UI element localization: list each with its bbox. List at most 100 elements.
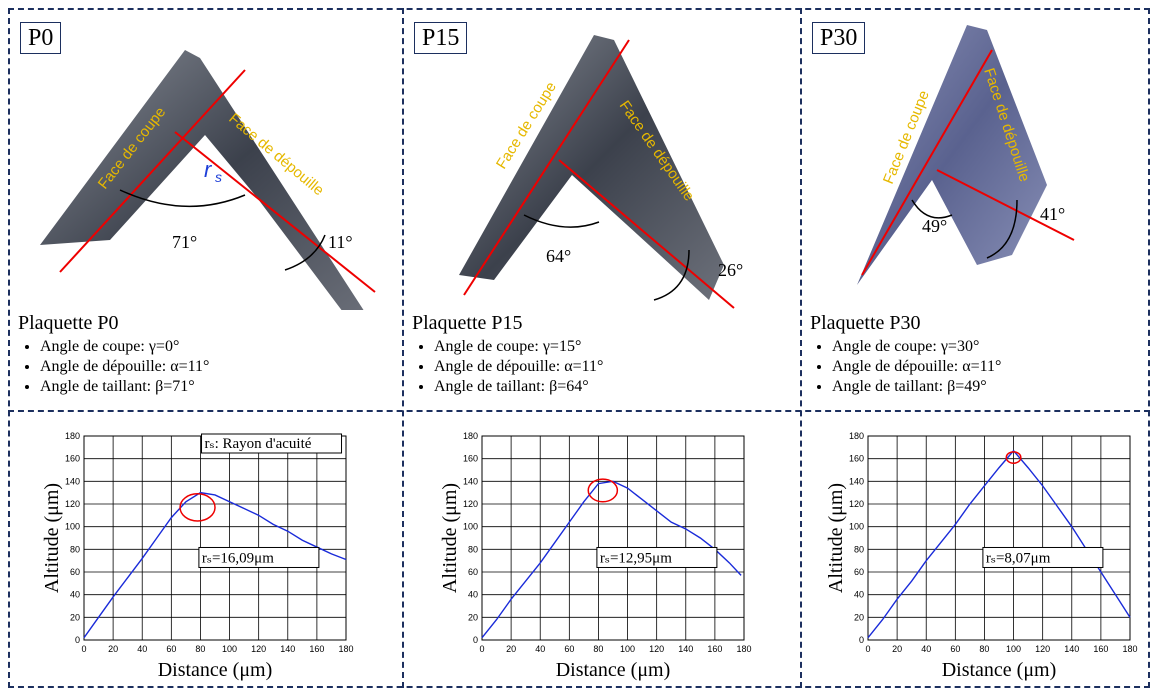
- angle-small-label: 26°: [718, 260, 743, 280]
- x-tick-label: 20: [892, 644, 902, 654]
- rs-note: rₛ: Rayon d'acuité: [205, 436, 312, 452]
- x-tick-label: 40: [535, 644, 545, 654]
- face-depouille-line: [174, 131, 376, 293]
- bullet-wedge: Angle de taillant: β=64°: [434, 377, 603, 397]
- x-tick-label: 100: [620, 644, 635, 654]
- y-tick-label: 0: [75, 635, 80, 645]
- profile-line: [481, 480, 742, 639]
- angle-small-label: 41°: [1040, 204, 1065, 224]
- angle-big-label: 64°: [546, 246, 571, 266]
- bullet-rake: Angle de coupe: γ=30°: [832, 337, 1001, 357]
- plot-frame: [83, 435, 347, 641]
- rs-note-box: [201, 433, 343, 454]
- y-tick-label: 160: [849, 454, 864, 464]
- x-tick-label: 20: [108, 644, 118, 654]
- rs-annotation: rₛ=16,09μm: [202, 550, 274, 566]
- x-tick-label: 60: [564, 644, 574, 654]
- face-depouille-line: [558, 159, 735, 309]
- bullet-clearance: Angle de dépouille: α=11°: [40, 357, 209, 377]
- y-tick-label: 140: [849, 476, 864, 486]
- y-tick-label: 100: [65, 522, 80, 532]
- x-tick-label: 40: [921, 644, 931, 654]
- angle-arc-big: [119, 189, 246, 208]
- x-tick-label: 80: [593, 644, 603, 654]
- y-tick-label: 80: [70, 544, 80, 554]
- insert-shape: [459, 35, 724, 300]
- bullet-clearance: Angle de dépouille: α=11°: [832, 357, 1001, 377]
- x-axis-label: Distance (μm): [158, 659, 273, 681]
- y-tick-label: 40: [70, 590, 80, 600]
- rs-annotation-box: [198, 546, 320, 568]
- y-tick-label: 60: [854, 567, 864, 577]
- angle-arc-small: [284, 234, 326, 271]
- insert-info: Plaquette P15 Angle de coupe: γ=15° Angl…: [412, 312, 603, 397]
- acuity-circle: [179, 493, 216, 522]
- bullet-rake: Angle de coupe: γ=0°: [40, 337, 209, 357]
- figure-frame: [8, 8, 1150, 688]
- y-tick-label: 180: [463, 431, 478, 441]
- y-tick-label: 60: [70, 567, 80, 577]
- face-depouille-line: [936, 169, 1075, 241]
- y-tick-label: 160: [463, 454, 478, 464]
- x-tick-label: 180: [1122, 644, 1137, 654]
- bullet-list: Angle de coupe: γ=15° Angle de dépouille…: [412, 337, 603, 397]
- rs-subscript: s: [215, 169, 222, 185]
- x-tick-label: 0: [479, 644, 484, 654]
- bullet-wedge: Angle de taillant: β=49°: [832, 377, 1001, 397]
- plot-frame: [867, 435, 1131, 641]
- x-tick-label: 140: [280, 644, 295, 654]
- bullet-rake: Angle de coupe: γ=15°: [434, 337, 603, 357]
- divider-horizontal: [8, 410, 1150, 412]
- x-tick-label: 120: [1035, 644, 1050, 654]
- bullet-list: Angle de coupe: γ=0° Angle de dépouille:…: [18, 337, 209, 397]
- insert-image-p0: Face de coupe Face de dépouille r s 71° …: [40, 50, 376, 328]
- panel-tag: P15: [414, 22, 468, 54]
- face-coupe-line: [463, 39, 630, 296]
- y-tick-label: 160: [65, 454, 80, 464]
- x-tick-label: 0: [81, 644, 86, 654]
- x-tick-label: 160: [309, 644, 324, 654]
- x-tick-label: 160: [707, 644, 722, 654]
- panel-tag: P0: [20, 22, 62, 54]
- x-tick-label: 120: [251, 644, 266, 654]
- y-tick-label: 40: [468, 590, 478, 600]
- x-tick-label: 40: [137, 644, 147, 654]
- y-tick-label: 120: [65, 499, 80, 509]
- profile-line: [83, 491, 347, 639]
- panel-tag: P30: [812, 22, 866, 54]
- x-axis-label: Distance (μm): [556, 659, 671, 681]
- rs-annotation: rₛ=12,95μm: [600, 550, 672, 566]
- rs-annotation-box: [596, 546, 718, 568]
- insert-info: Plaquette P30 Angle de coupe: γ=30° Angl…: [810, 312, 1001, 397]
- x-tick-label: 80: [195, 644, 205, 654]
- face-coupe-line: [59, 69, 246, 273]
- y-tick-label: 20: [70, 612, 80, 622]
- x-tick-label: 120: [649, 644, 664, 654]
- angle-small-label: 11°: [328, 232, 353, 252]
- y-tick-label: 20: [468, 612, 478, 622]
- x-tick-label: 180: [338, 644, 353, 654]
- angle-arc-small: [653, 249, 690, 301]
- angle-arc-big: [911, 199, 953, 219]
- face-coupe-line: [861, 49, 993, 276]
- y-tick-label: 100: [463, 522, 478, 532]
- angle-big-label: 49°: [922, 216, 947, 236]
- y-axis-label: Altitude (μm): [41, 483, 63, 593]
- x-tick-label: 60: [950, 644, 960, 654]
- acuity-circle: [587, 478, 619, 503]
- insert-image-p30: Face de coupe Face de dépouille 49° 41°: [857, 25, 1075, 285]
- panel-p30: P30 Face de coupe Face de dépouille 49° …: [802, 10, 1148, 410]
- y-tick-label: 40: [854, 590, 864, 600]
- acuity-circle: [1005, 451, 1022, 464]
- rs-label: r: [204, 157, 213, 182]
- angle-arc-big: [523, 214, 600, 228]
- insert-title: Plaquette P30: [810, 312, 921, 334]
- x-tick-label: 140: [678, 644, 693, 654]
- y-tick-label: 120: [463, 499, 478, 509]
- insert-title: Plaquette P0: [18, 312, 119, 334]
- x-axis-label: Distance (μm): [942, 659, 1057, 681]
- y-tick-label: 140: [463, 476, 478, 486]
